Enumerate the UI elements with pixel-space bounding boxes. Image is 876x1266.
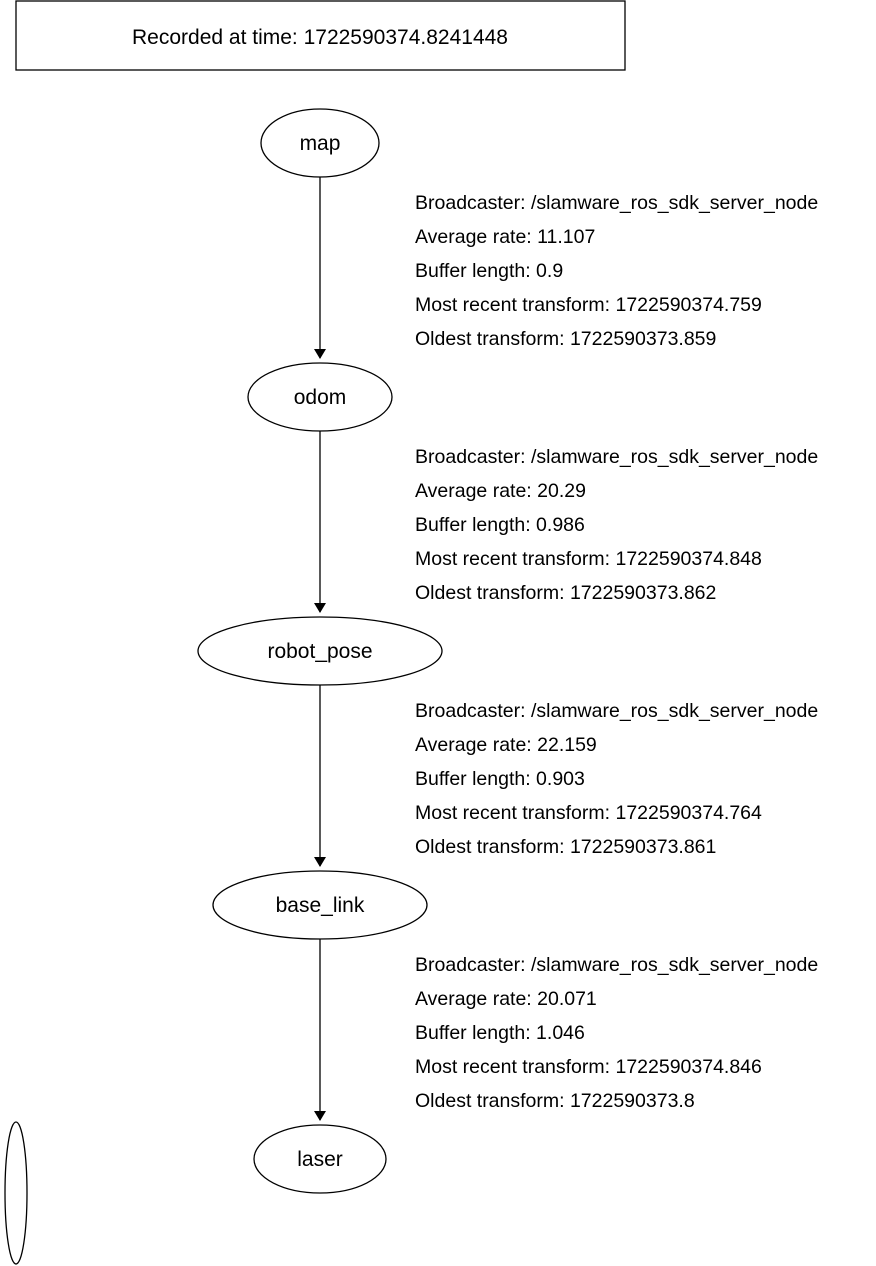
oldest-text: Oldest transform: 1722590373.859 [415, 328, 716, 350]
average-rate-text: Average rate: 22.159 [415, 734, 597, 756]
broadcaster-text: Broadcaster: /slamware_ros_sdk_server_no… [415, 954, 818, 976]
average-rate-text: Average rate: 20.29 [415, 480, 586, 502]
most-recent-text: Most recent transform: 1722590374.848 [415, 548, 762, 570]
edge-label-odom-robot-pose: Broadcaster: /slamware_ros_sdk_server_no… [415, 446, 818, 604]
most-recent-text: Most recent transform: 1722590374.759 [415, 294, 762, 316]
node-robot-pose: robot_pose [197, 616, 443, 686]
edge-label-robot-pose-base-link: Broadcaster: /slamware_ros_sdk_server_no… [415, 700, 818, 858]
node-map: map [260, 108, 380, 178]
oldest-text: Oldest transform: 1722590373.862 [415, 582, 716, 604]
title-box: Recorded at time: 1722590374.8241448 [15, 0, 626, 71]
buffer-length-text: Buffer length: 1.046 [415, 1022, 585, 1044]
buffer-length-text: Buffer length: 0.903 [415, 768, 585, 790]
most-recent-text: Most recent transform: 1722590374.764 [415, 802, 762, 824]
node-label: laser [297, 1148, 343, 1171]
buffer-length-text: Buffer length: 0.986 [415, 514, 585, 536]
most-recent-text: Most recent transform: 1722590374.846 [415, 1056, 762, 1078]
node-label: map [300, 132, 341, 155]
node-label: robot_pose [267, 640, 372, 663]
oldest-text: Oldest transform: 1722590373.861 [415, 836, 716, 858]
broadcaster-text: Broadcaster: /slamware_ros_sdk_server_no… [415, 446, 818, 468]
oldest-text: Oldest transform: 1722590373.8 [415, 1090, 695, 1112]
average-rate-text: Average rate: 20.071 [415, 988, 597, 1010]
node-label: odom [294, 386, 347, 409]
node-laser: laser [253, 1124, 387, 1194]
edge-label-map-odom: Broadcaster: /slamware_ros_sdk_server_no… [415, 192, 818, 350]
node-base-link: base_link [212, 870, 428, 940]
node-label: base_link [276, 894, 365, 917]
buffer-length-text: Buffer length: 0.9 [415, 260, 563, 282]
broadcaster-text: Broadcaster: /slamware_ros_sdk_server_no… [415, 192, 818, 214]
edge-label-base-link-laser: Broadcaster: /slamware_ros_sdk_server_no… [415, 954, 818, 1112]
partial-node-shape [4, 1121, 28, 1265]
broadcaster-text: Broadcaster: /slamware_ros_sdk_server_no… [415, 700, 818, 722]
node-odom: odom [247, 362, 393, 432]
title-text: Recorded at time: 1722590374.8241448 [132, 26, 508, 49]
average-rate-text: Average rate: 11.107 [415, 226, 595, 248]
